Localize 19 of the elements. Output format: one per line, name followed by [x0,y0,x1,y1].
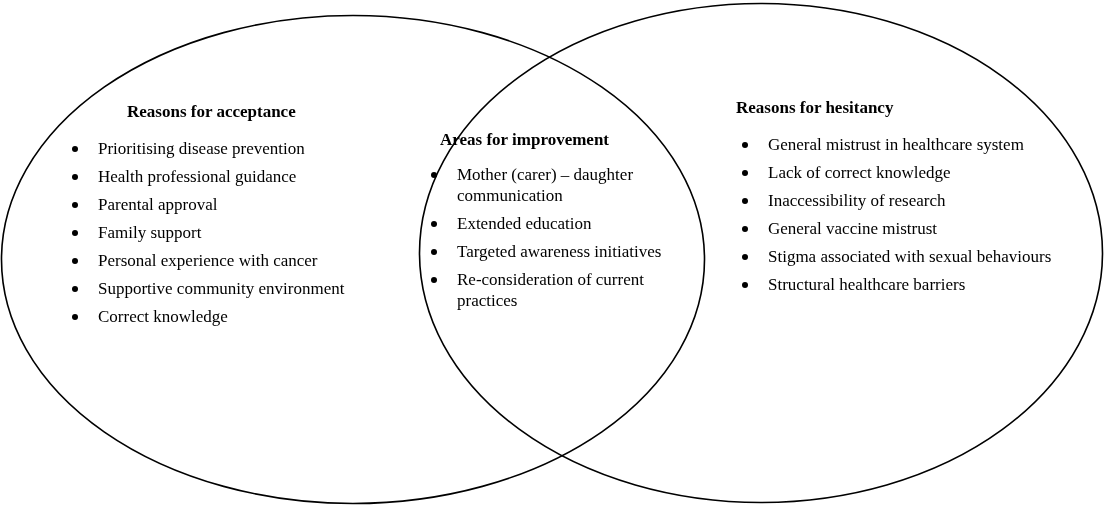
bullet-item: General mistrust in healthcare system [768,134,1103,155]
bullet-item: Lack of correct knowledge [768,162,1103,183]
section-heading: Reasons for acceptance [127,102,296,122]
bullet-item: Parental approval [98,194,398,215]
bullet-item: Extended education [457,213,669,234]
bullet-item: Re-consideration of current practices [457,269,669,311]
bullet-item: Health professional guidance [98,166,398,187]
bullet-item: Stigma associated with sexual behaviours [768,246,1103,267]
bullet-item: Personal experience with cancer [98,250,398,271]
bullet-item: Structural healthcare barriers [768,274,1103,295]
bullet-item: Supportive community environment [98,278,398,299]
bullet-item: Family support [98,222,398,243]
bullet-item: Mother (carer) – daughter communication [457,164,669,206]
bullet-item: Correct knowledge [98,306,398,327]
bullet-item: Prioritising disease prevention [98,138,398,159]
section-heading: Reasons for hesitancy [736,98,894,118]
bullet-item: Inaccessibility of research [768,190,1103,211]
bullet-item: Targeted awareness initiatives [457,241,669,262]
bullet-item: General vaccine mistrust [768,218,1103,239]
